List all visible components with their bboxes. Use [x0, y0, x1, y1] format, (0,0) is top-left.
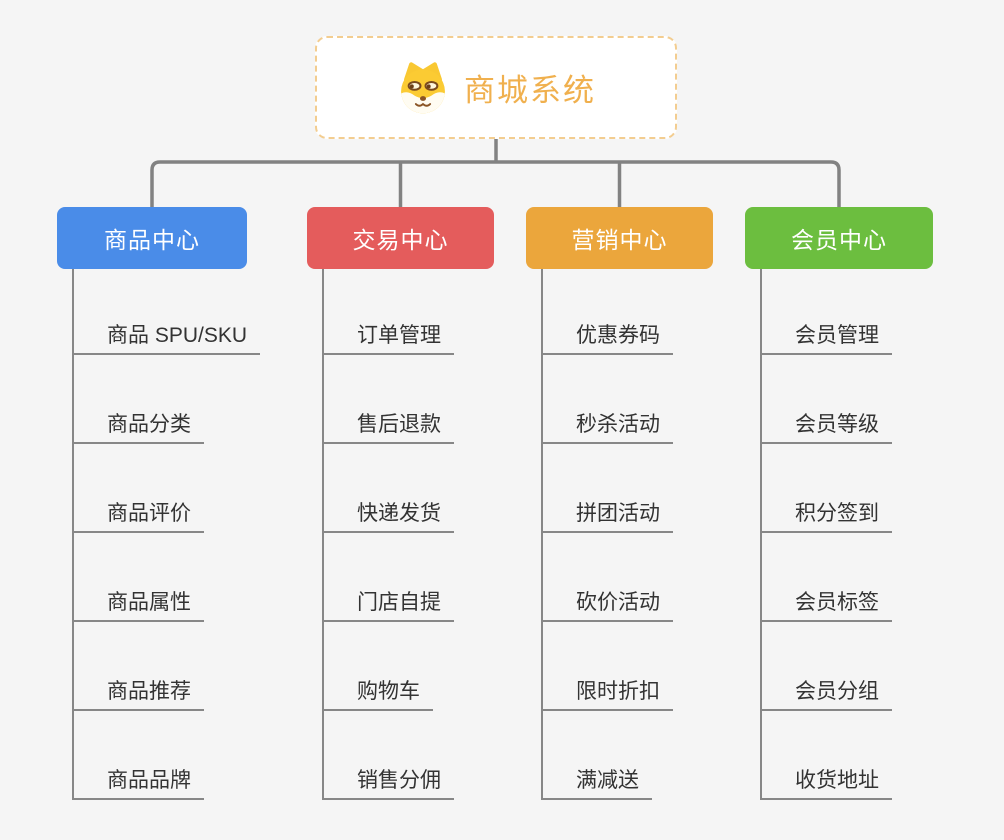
branch-label: 交易中心: [352, 227, 449, 253]
leaf-item[interactable]: 订单管理: [324, 269, 454, 355]
branch-children-product: 商品 SPU/SKU 商品分类 商品评价 商品属性 商品推荐 商品品牌: [72, 269, 261, 800]
branch-label: 营销中心: [571, 227, 668, 253]
root-node-label: 商城系统: [464, 73, 596, 108]
leaf-item[interactable]: 拼团活动: [543, 444, 673, 533]
leaf-item[interactable]: 满减送: [543, 711, 652, 800]
leaf-item[interactable]: 售后退款: [324, 355, 454, 444]
leaf-item[interactable]: 商品评价: [74, 444, 204, 533]
leaf-item[interactable]: 销售分佣: [324, 711, 454, 800]
branch-node-marketing-center[interactable]: 营销中心: [526, 207, 713, 269]
leaf-item[interactable]: 商品品牌: [74, 711, 204, 800]
leaf-item[interactable]: 会员等级: [762, 355, 892, 444]
leaf-item[interactable]: 会员分组: [762, 622, 892, 711]
leaf-item[interactable]: 会员管理: [762, 269, 892, 355]
leaf-item[interactable]: 砍价活动: [543, 533, 673, 622]
branch-children-member: 会员管理 会员等级 积分签到 会员标签 会员分组 收货地址: [760, 269, 892, 800]
leaf-item[interactable]: 商品推荐: [74, 622, 204, 711]
leaf-item[interactable]: 会员标签: [762, 533, 892, 622]
leaf-item[interactable]: 商品分类: [74, 355, 204, 444]
leaf-item[interactable]: 商品属性: [74, 533, 204, 622]
root-node-mall-system[interactable]: 商城系统: [315, 36, 677, 139]
branch-children-trade: 订单管理 售后退款 快递发货 门店自提 购物车 销售分佣: [322, 269, 454, 800]
leaf-item[interactable]: 快递发货: [324, 444, 454, 533]
branch-label: 商品中心: [104, 227, 200, 253]
branch-label: 会员中心: [791, 227, 887, 253]
leaf-item[interactable]: 门店自提: [324, 533, 454, 622]
leaf-item[interactable]: 限时折扣: [543, 622, 673, 711]
leaf-item[interactable]: 优惠券码: [543, 269, 673, 355]
leaf-item[interactable]: 商品 SPU/SKU: [74, 269, 261, 355]
shiba-dog-icon: [401, 61, 445, 113]
leaf-item[interactable]: 秒杀活动: [543, 355, 673, 444]
branch-node-product-center[interactable]: 商品中心: [57, 207, 247, 269]
leaf-item[interactable]: 购物车: [324, 622, 433, 711]
branch-node-member-center[interactable]: 会员中心: [745, 207, 933, 269]
branch-node-trade-center[interactable]: 交易中心: [307, 207, 494, 269]
branch-children-marketing: 优惠券码 秒杀活动 拼团活动 砍价活动 限时折扣 满减送: [541, 269, 673, 800]
leaf-item[interactable]: 收货地址: [762, 711, 892, 800]
leaf-item[interactable]: 积分签到: [762, 444, 892, 533]
